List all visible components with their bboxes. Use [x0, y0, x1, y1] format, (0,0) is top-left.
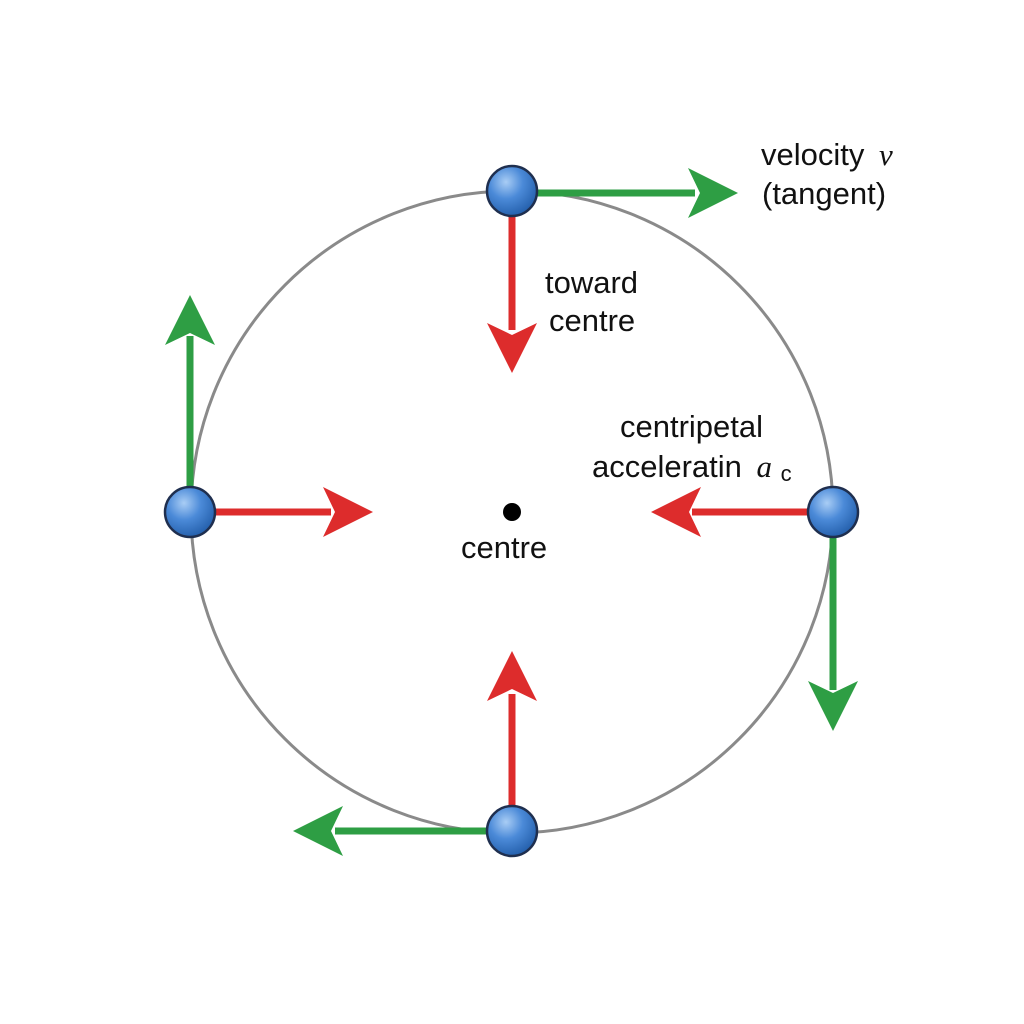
centre-dot: [503, 503, 521, 521]
acceleration-arrow-top: [487, 193, 537, 373]
ball-left: [163, 485, 217, 539]
toward-label: toward: [545, 265, 638, 300]
velocity-tangent-label: (tangent): [762, 176, 886, 211]
velocity-arrow-bottom: [293, 806, 512, 856]
acceleration-arrow-right: [651, 487, 833, 537]
acceleration-label: acceleratin a c: [592, 449, 792, 486]
toward-centre-label: centre: [549, 303, 635, 338]
acceleration-arrow-bottom: [487, 651, 537, 831]
ball-bottom: [485, 804, 539, 858]
ball-right: [806, 485, 860, 539]
centre-label: centre: [461, 530, 547, 565]
velocity-arrow-right: [808, 512, 858, 731]
ball-top: [485, 164, 539, 218]
velocity-arrow-left: [165, 295, 215, 512]
velocity-arrow-top: [512, 168, 738, 218]
centripetal-label: centripetal: [620, 409, 763, 444]
acceleration-arrow-left: [190, 487, 373, 537]
velocity-label: velocity v: [761, 137, 893, 172]
